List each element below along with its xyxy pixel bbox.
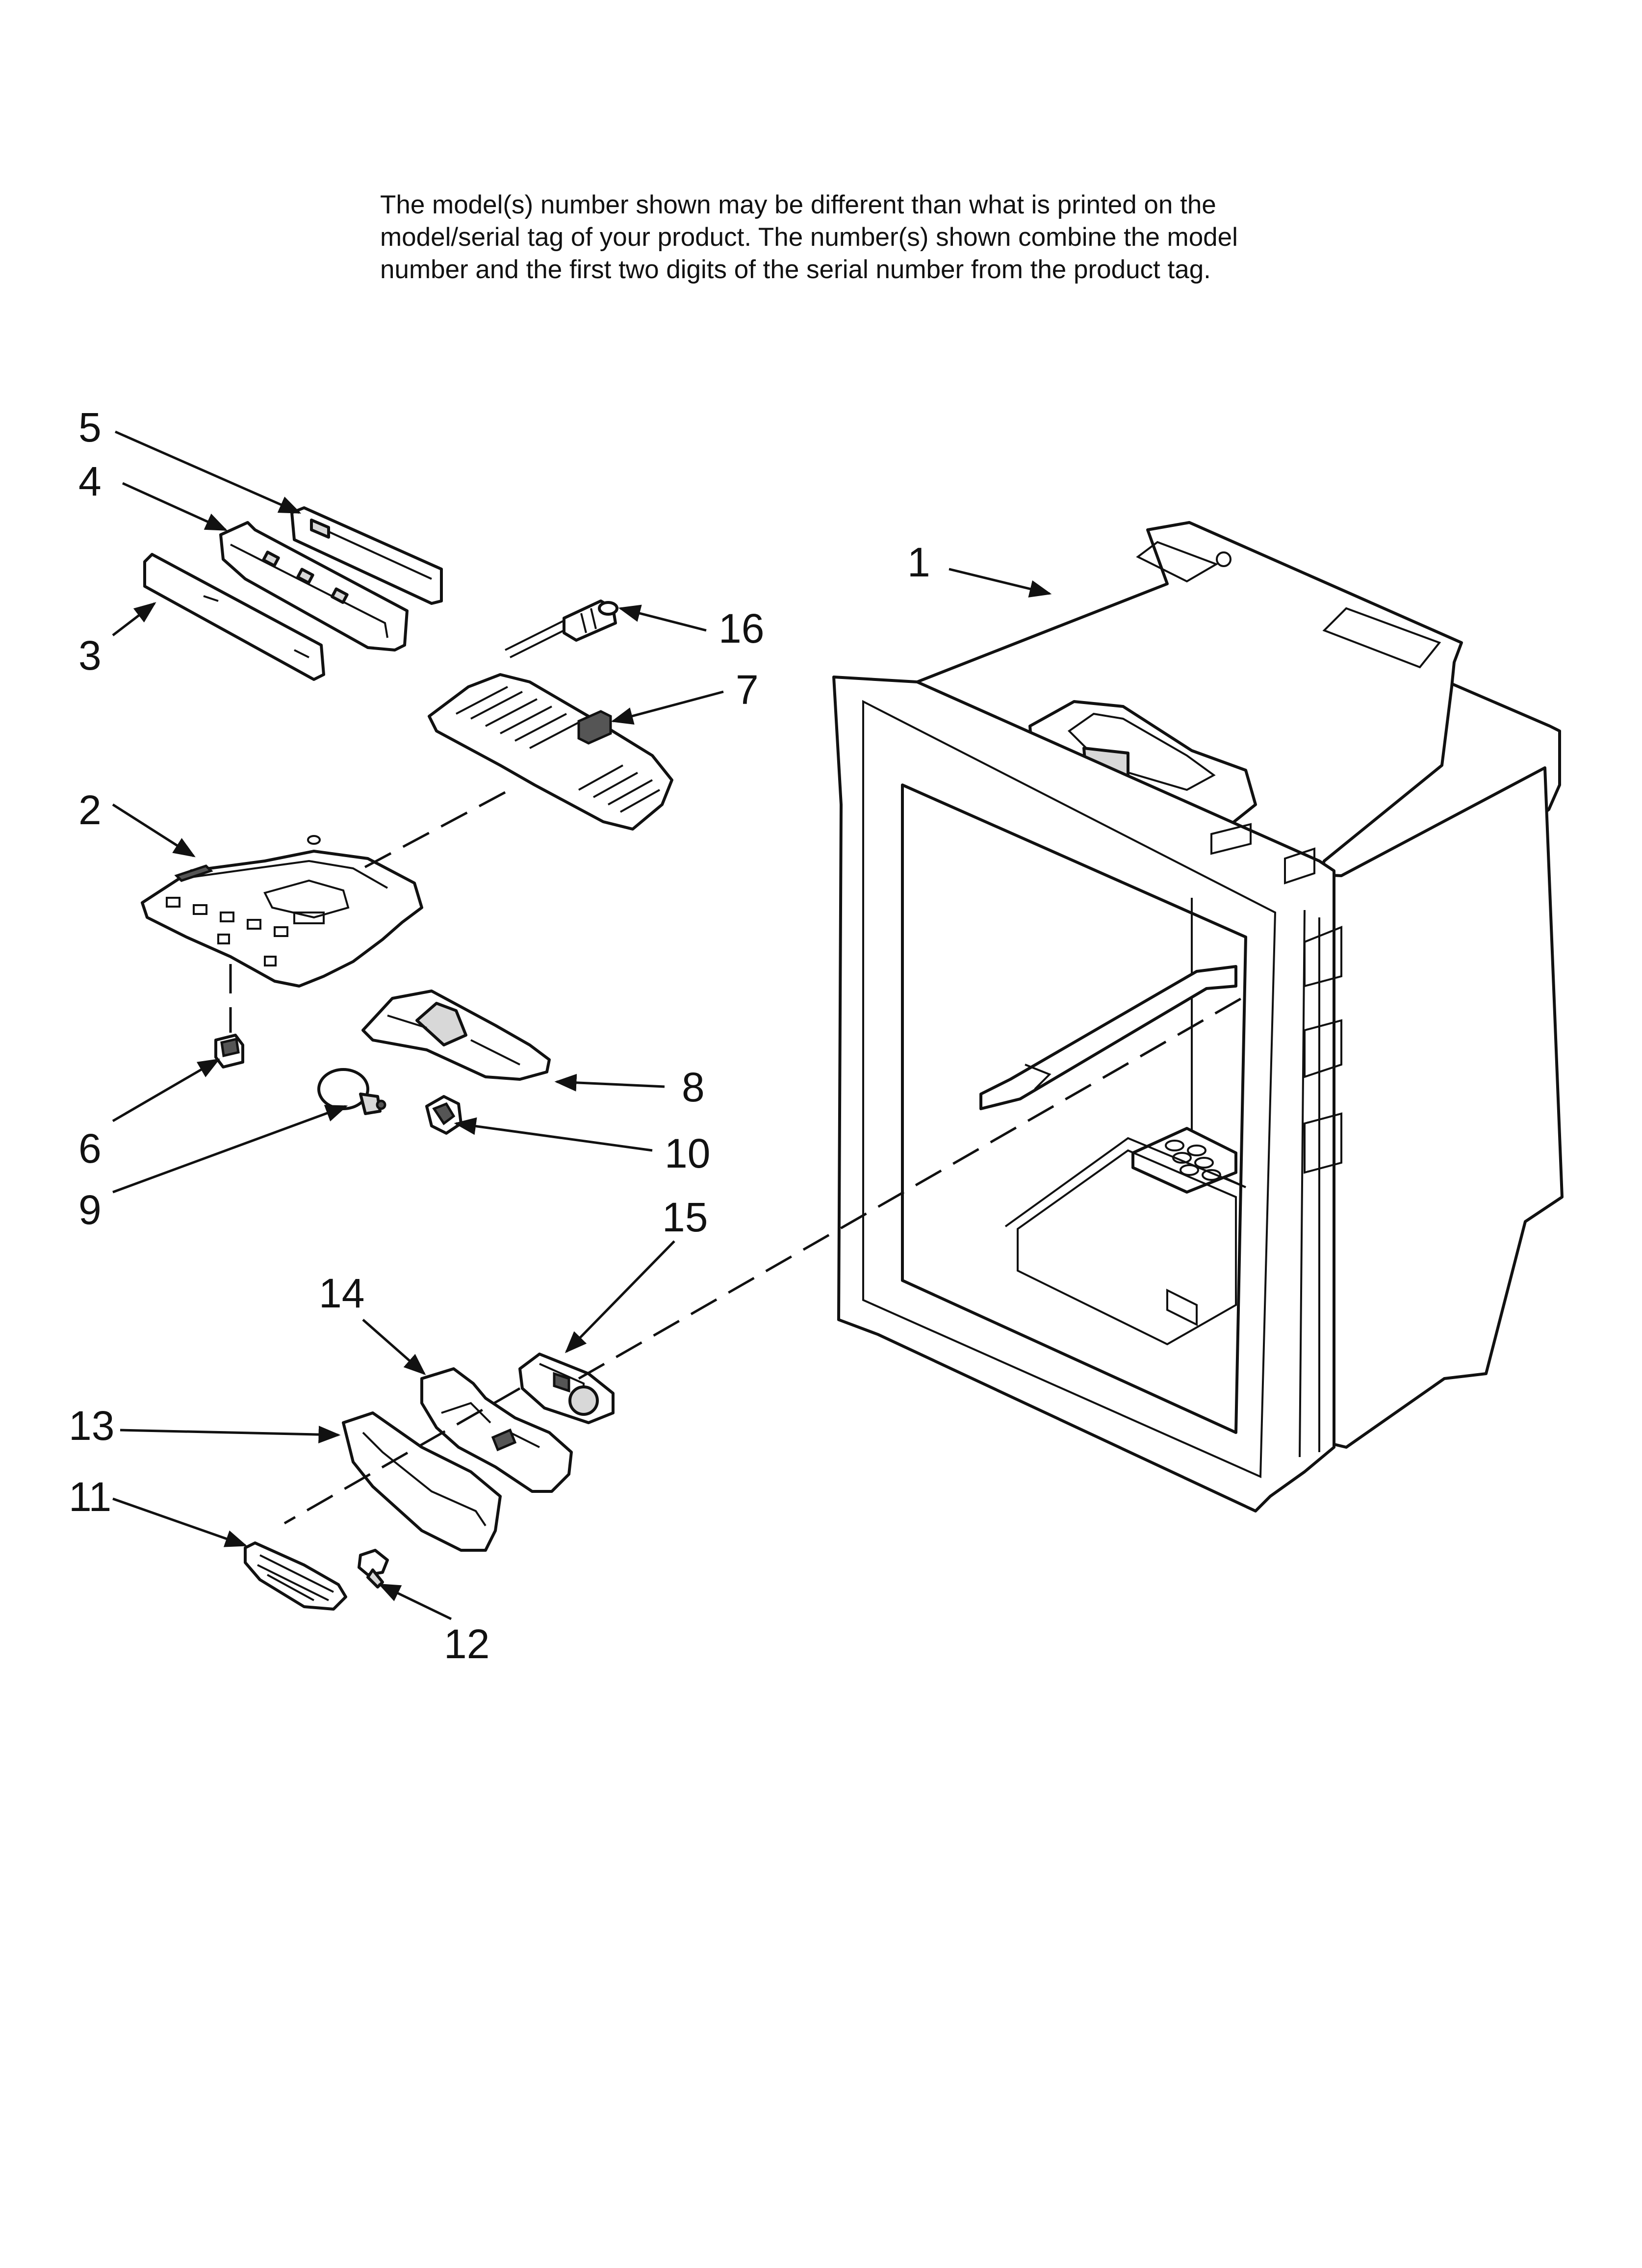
callout-7: 7 — [736, 667, 759, 713]
part-16-thermistor[interactable] — [505, 600, 618, 658]
part-14-bracket[interactable] — [420, 1367, 573, 1493]
part-3-trim-strip[interactable] — [143, 553, 325, 681]
part-9-light-bulb[interactable] — [317, 1068, 386, 1115]
part-8-light-housing[interactable] — [361, 990, 551, 1081]
callout-8: 8 — [682, 1064, 705, 1110]
part-10-light-socket[interactable] — [425, 1095, 462, 1135]
callout-16: 16 — [718, 605, 764, 652]
callout-9: 9 — [78, 1187, 102, 1233]
part-13-light-shield[interactable] — [342, 1411, 502, 1552]
model-number-note: The model(s) number shown may be differe… — [380, 189, 1361, 286]
assembly-dashed-lines — [229, 791, 1247, 1525]
callout-13: 13 — [69, 1403, 114, 1449]
callout-15: 15 — [662, 1194, 708, 1240]
part-7-air-diffuser-grille[interactable] — [428, 673, 673, 831]
part-4-control-housing[interactable] — [219, 521, 409, 652]
part-6-switch[interactable] — [214, 1034, 244, 1069]
callout-10: 10 — [665, 1130, 710, 1176]
part-2-air-duct-cover[interactable] — [141, 835, 423, 988]
part-12-screw[interactable] — [358, 1549, 389, 1589]
callout-numbers: 1 2 3 4 5 6 7 8 9 10 11 12 13 14 15 16 — [69, 404, 930, 1667]
part-5-control-board[interactable] — [290, 506, 443, 605]
callout-12: 12 — [444, 1621, 489, 1667]
callout-14: 14 — [319, 1270, 364, 1316]
callout-leader-lines — [112, 430, 1052, 1620]
note-line-1: The model(s) number shown may be differe… — [380, 190, 1216, 219]
note-line-3: number and the first two digits of the s… — [380, 255, 1211, 284]
callout-11: 11 — [69, 1474, 111, 1520]
callout-6: 6 — [78, 1125, 102, 1172]
callout-5: 5 — [78, 404, 102, 450]
part-11-lens-cover[interactable] — [244, 1541, 347, 1611]
callout-4: 4 — [78, 458, 102, 504]
part-15-control-module[interactable] — [518, 1353, 615, 1424]
callout-1: 1 — [907, 539, 930, 585]
part-1-refrigerator-liner[interactable] — [832, 521, 1564, 1512]
callout-2: 2 — [78, 787, 102, 833]
callout-3: 3 — [78, 632, 102, 678]
note-line-2: model/serial tag of your product. The nu… — [380, 223, 1238, 252]
